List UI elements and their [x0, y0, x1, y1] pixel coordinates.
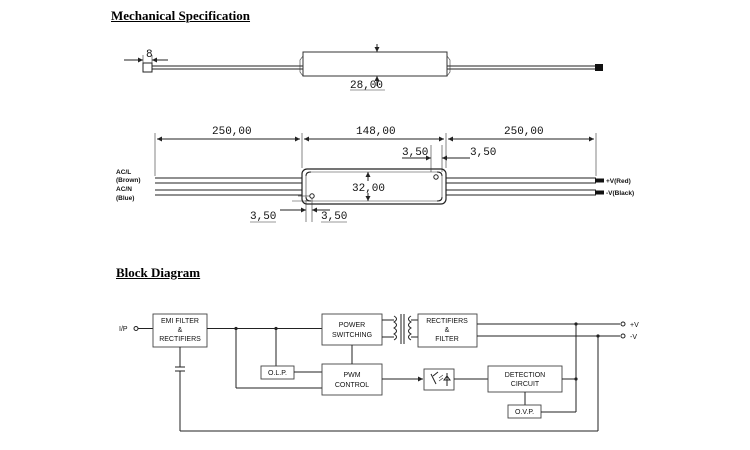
minus-v-label: -V(Black) — [606, 190, 634, 197]
top-view-body — [302, 51, 448, 77]
left-wire-length: 250,00 — [212, 126, 252, 138]
rectifiers-filter-block — [417, 313, 478, 348]
ac-l-label: AC/L — [116, 169, 131, 176]
minus-v-terminal — [620, 333, 626, 339]
plus-v-label: +V(Red) — [606, 178, 631, 185]
transformer-icon — [382, 314, 418, 344]
corner-top-left — [305, 171, 312, 177]
rect-label-3: FILTER — [435, 336, 459, 343]
corner-bottom-right — [436, 196, 443, 202]
front-view: 250,00 148,00 250,00 3,50 3,50 32,00 3,5… — [116, 126, 634, 223]
hole-top-right-dim: 3,50 — [470, 147, 496, 159]
ovp-label: O.V.P. — [515, 409, 534, 416]
emi-label-2: & — [178, 327, 183, 334]
plus-v-terminal — [620, 321, 626, 327]
olp-label: O.L.P. — [268, 370, 287, 377]
top-view: 8 28,00 — [124, 44, 603, 92]
power-label-2: SWITCHING — [332, 332, 372, 339]
power-switching-block — [321, 313, 383, 346]
pwm-control-block — [321, 363, 383, 396]
corner-top-right — [436, 171, 443, 177]
minus-v-output-label: -V — [630, 334, 637, 341]
ac-n-label: AC/N — [116, 186, 132, 193]
front-view-body-inner — [305, 171, 443, 202]
rect-label-1: RECTIFIERS — [426, 318, 468, 325]
input-label: I/P — [119, 326, 128, 333]
input-terminal — [133, 326, 139, 331]
detection-label-2: CIRCUIT — [511, 381, 540, 388]
opto-led — [443, 373, 451, 386]
hole-bottom-right-dim: 3,50 — [321, 211, 347, 223]
block-diagram-heading: Block Diagram — [116, 265, 201, 280]
wire-end-right — [595, 64, 603, 71]
rect-label-2: & — [445, 327, 450, 334]
top-view-body-edge-left — [299, 55, 304, 77]
emi-filter-block — [152, 313, 208, 348]
hole-bottom-left-dim: 3,50 — [250, 211, 276, 223]
pwm-label-2: CONTROL — [335, 382, 369, 389]
wire-end-left — [142, 62, 153, 73]
right-wire-length: 250,00 — [504, 126, 544, 138]
detection-label-1: DETECTION — [505, 372, 545, 379]
blue-label: (Blue) — [116, 195, 134, 202]
mechanical-spec-heading: Mechanical Specification — [111, 8, 251, 23]
brown-label: (Brown) — [116, 177, 141, 184]
top-view-body-edge-right — [446, 55, 451, 77]
height-dimension: 28,00 — [350, 80, 383, 92]
power-label-1: POWER — [339, 322, 365, 329]
opto-light — [438, 374, 444, 382]
hole-top-left-dim: 3,50 — [402, 147, 428, 159]
front-view-body — [301, 168, 447, 205]
emi-label-1: EMI FILTER — [161, 318, 199, 325]
body-length: 148,00 — [356, 126, 396, 138]
junction-detection — [574, 377, 578, 381]
body-width: 32,00 — [352, 183, 385, 195]
mount-hole-top-right — [433, 174, 439, 180]
strip-dimension: 8 — [146, 49, 153, 61]
opto-transistor — [430, 371, 439, 385]
detection-circuit-block — [487, 365, 563, 393]
emi-label-3: RECTIFIERS — [159, 336, 201, 343]
corner-bottom-left — [305, 196, 312, 202]
pwm-label-1: PWM — [343, 372, 360, 379]
plus-v-output-label: +V — [630, 322, 639, 329]
block-diagram: I/P EMI FILTER & RECTIFIERS POWER SWITCH… — [119, 313, 639, 432]
